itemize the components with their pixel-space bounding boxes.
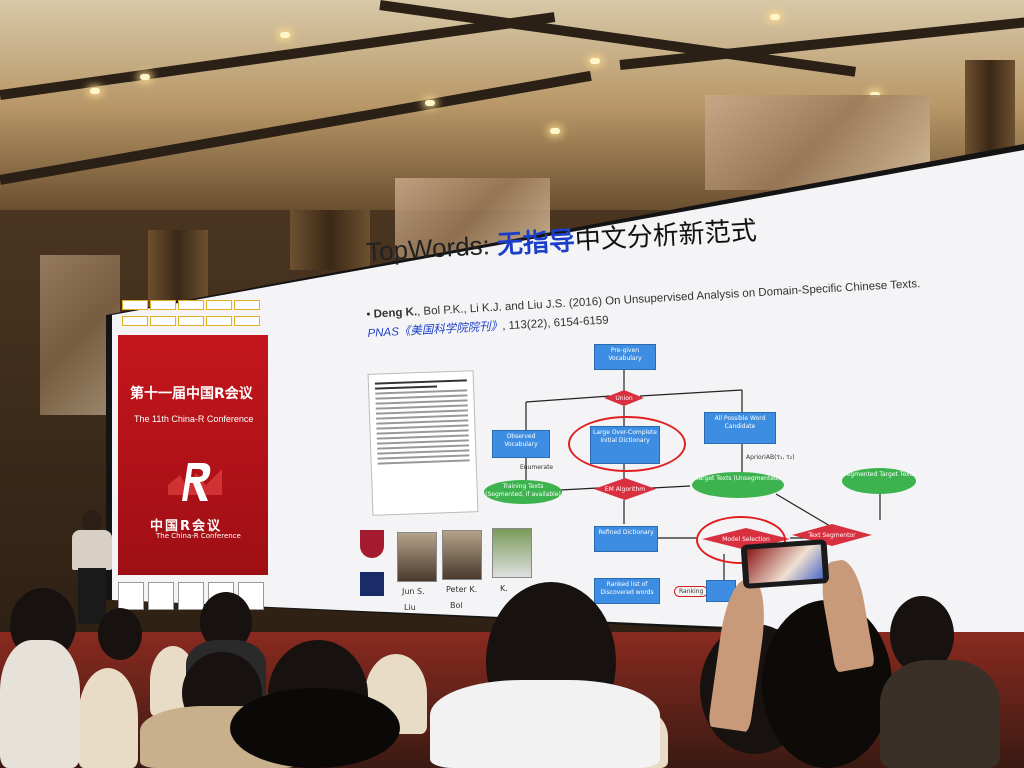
citation-tail: , 113(22), 6154-6159: [501, 314, 609, 333]
logo-text-en: The China-R Conference: [156, 532, 241, 540]
title-en: TopWords:: [365, 229, 498, 267]
logo-text-cn: 中国R会议: [150, 519, 223, 534]
conference-name-en: The 11th China-R Conference: [134, 414, 254, 424]
ceiling-light: [770, 14, 780, 20]
phone-camera: [740, 539, 830, 589]
pillar: [290, 210, 370, 270]
node-training: Training Texts (Segmented, if available): [484, 480, 562, 504]
node-em: EM Algorithm: [594, 478, 656, 500]
label-enumerate: Enumerate: [520, 464, 554, 471]
audience-body: [0, 640, 80, 768]
speaker: [68, 510, 116, 625]
label-apriori: AprioriAB(τ₁, τ₂): [746, 454, 795, 461]
node-observed-vocab: Observed Vocabulary: [492, 430, 550, 458]
pillar: [965, 60, 1015, 160]
ceiling-light: [550, 128, 560, 134]
harvard-shield-icon: [360, 530, 384, 558]
highlight-ring: [568, 416, 686, 472]
chair: [78, 668, 138, 768]
person-name: Jun S.: [402, 587, 425, 596]
paper-thumbnail: [367, 370, 479, 516]
person-name-line2: Liu: [404, 603, 416, 612]
ceiling-light: [140, 74, 150, 80]
node-segmented: Segmented Target Texts: [842, 468, 916, 494]
node-target: Target Texts (Unsegmented): [692, 472, 784, 498]
title-cn-highlight: 无指导: [496, 225, 576, 260]
person-photo: [397, 532, 437, 582]
node-union: Union: [604, 390, 644, 406]
node-ranked: Ranked list of Discovered words: [594, 578, 660, 604]
person-photo: [442, 530, 482, 580]
ceiling-light: [425, 100, 435, 106]
ceiling-light: [280, 32, 290, 38]
citation-journal: PNAS《美国科学院院刊》: [367, 320, 503, 340]
person-name-line2: Bol: [450, 601, 463, 610]
audience-body: [430, 680, 660, 768]
ceiling-light: [590, 58, 600, 64]
flow-diagram: Pre-given Vocabulary Union Observed Voca…: [480, 340, 920, 610]
citation-authors: Deng K.: [373, 306, 418, 321]
node-refined: Refined Dictionary: [594, 526, 658, 552]
university-shield-icon: [360, 572, 384, 596]
person-name: K.: [500, 584, 508, 593]
node-pre-vocab: Pre-given Vocabulary: [594, 344, 656, 370]
label-ranking: Ranking: [674, 586, 709, 597]
china-r-logo-icon: [168, 463, 222, 501]
audience-head: [230, 688, 400, 768]
sponsor-logos: [122, 300, 267, 330]
ceiling-light: [90, 88, 100, 94]
conference-name-cn: 第十一届中国R会议: [130, 386, 253, 402]
conference-banner: [118, 335, 268, 575]
audience-head: [98, 608, 142, 660]
person-photo: [492, 528, 532, 578]
node-all-words: All Possible Word Candidate: [704, 412, 776, 444]
audience-body: [880, 660, 1000, 768]
person-name: Peter K.: [446, 585, 478, 594]
